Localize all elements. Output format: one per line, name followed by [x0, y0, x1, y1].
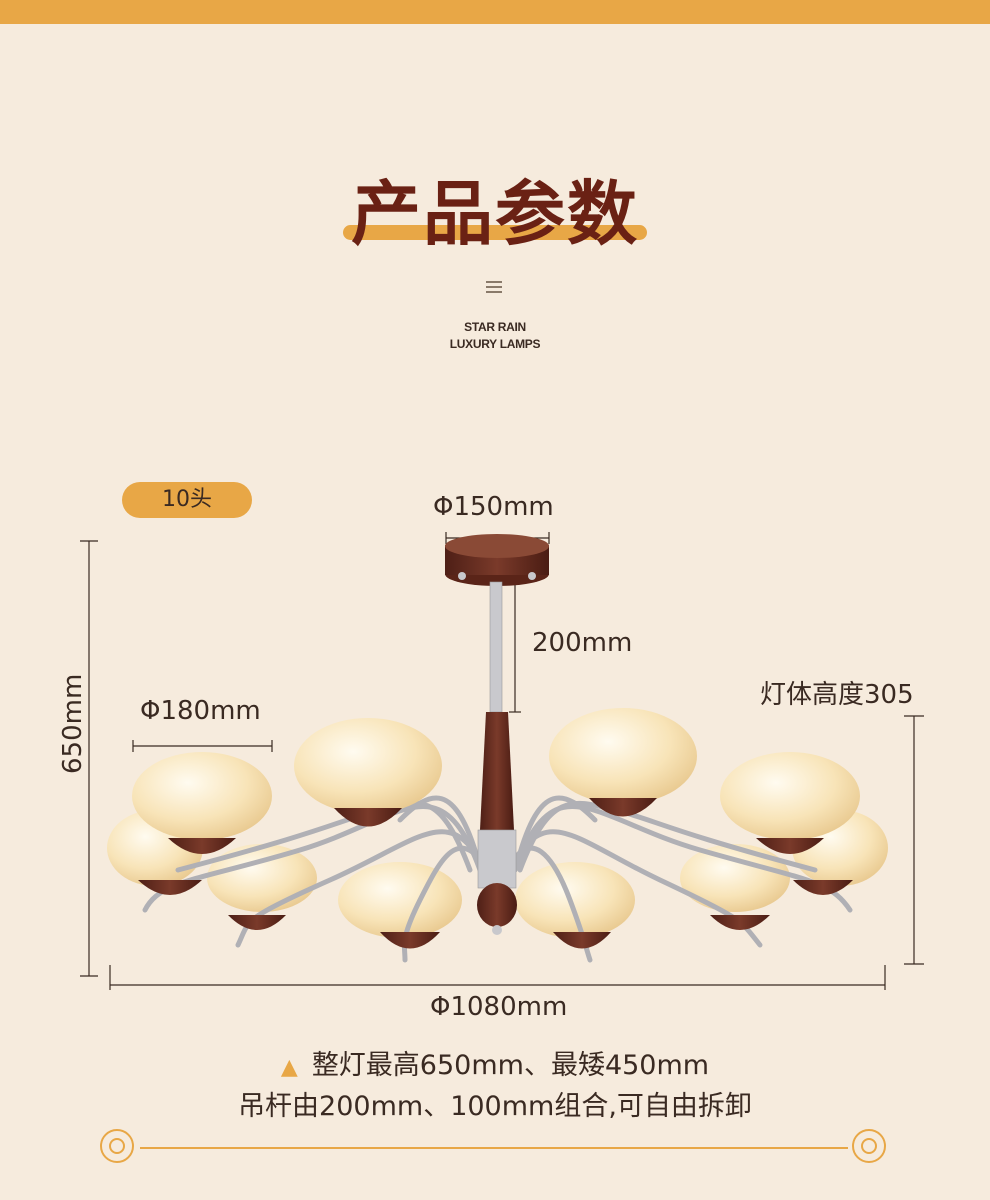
- front-shades: [132, 708, 860, 854]
- canopy-diameter-label: Φ150mm: [433, 492, 554, 522]
- total-height-label: 650mm: [58, 673, 88, 774]
- footer-ornament: [100, 1129, 886, 1163]
- note-line-2: 吊杆由200mm、100mm组合,可自由拆卸: [238, 1091, 752, 1122]
- hanging-rod: [489, 581, 503, 713]
- canopy: [445, 534, 549, 586]
- center-column: [477, 712, 517, 935]
- top-accent-band: [0, 0, 990, 24]
- menu-icon: [486, 281, 502, 293]
- head-count-badge: 10头: [122, 482, 252, 518]
- dimension-lines: [80, 532, 924, 990]
- brand-line-2: LUXURY LAMPS: [449, 337, 541, 351]
- title-underline: [343, 225, 647, 240]
- width-label: Φ1080mm: [430, 992, 568, 1022]
- back-shades: [107, 810, 888, 938]
- lower-cups: [138, 880, 853, 949]
- page-title: 产品参数: [351, 173, 639, 255]
- rod-length-label: 200mm: [532, 628, 633, 658]
- brand-line-1: STAR RAIN: [464, 320, 526, 334]
- shade-diameter-label: Φ180mm: [140, 696, 261, 726]
- triangle-icon: ▲: [280, 1055, 298, 1080]
- body-height-label: 灯体高度305: [760, 680, 914, 710]
- note-line-1: ▲整灯最高650mm、最矮450mm: [280, 1050, 710, 1081]
